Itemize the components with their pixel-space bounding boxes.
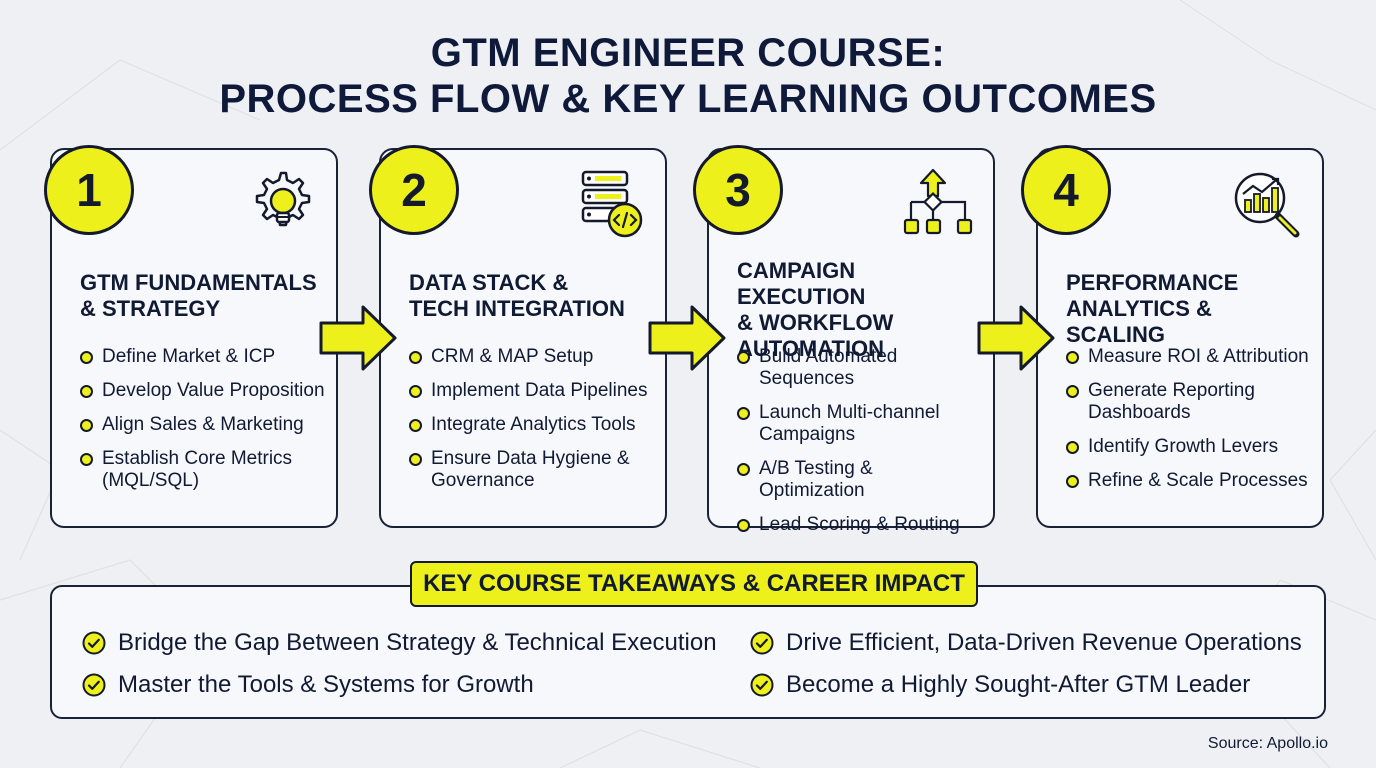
takeaways-heading: KEY COURSE TAKEAWAYS & CAREER IMPACT [410,561,978,607]
takeaway-text: Become a Highly Sought-After GTM Leader [786,671,1251,698]
list-item-text: Align Sales & Marketing [102,414,304,435]
check-circle-icon [82,673,106,697]
list-item-text: Integrate Analytics Tools [431,414,636,435]
list-item: Build Automated Sequences [737,346,929,390]
bullet-icon [80,351,93,364]
list-item-text: Build Automated Sequences [759,346,898,389]
list-item-text: Launch Multi-channel Campaigns [759,402,940,445]
step-2-list: CRM & MAP Setup Implement Data Pipelines… [409,346,655,504]
list-item: Establish Core Metrics (MQL/SQL) [80,448,317,492]
list-item-text: CRM & MAP Setup [431,346,594,367]
list-item-text: Lead Scoring & Routing [759,514,960,535]
step-1-title-line: GTM FUNDAMENTALS [80,270,317,295]
source-credit: Source: Apollo.io [1207,735,1328,752]
list-item-text: Identify Growth Levers [1088,436,1279,457]
list-item-text: Measure ROI & Attribution [1088,346,1309,367]
bullet-icon [737,463,750,476]
step-4-list: Measure ROI & Attribution Generate Repor… [1066,346,1312,504]
list-item: Generate Reporting Dashboards [1066,380,1288,424]
takeaway-text: Drive Efficient, Data-Driven Revenue Ope… [786,629,1302,656]
flow-arrow-icon [977,305,1055,371]
lightbulb-gear-icon [255,171,311,227]
list-item: Lead Scoring & Routing [737,514,983,536]
page-title: GTM ENGINEER COURSE: PROCESS FLOW & KEY … [0,30,1376,122]
step-1-title-line: & STRATEGY [80,296,221,321]
step-2-title-line: TECH INTEGRATION [409,296,625,321]
database-code-icon [581,170,643,238]
title-line-1: GTM ENGINEER COURSE: [430,31,946,75]
bullet-icon [409,419,422,432]
step-3-title-line: CAMPAIGN EXECUTION [737,258,866,309]
list-item-text: A/B Testing & Optimization [759,458,873,501]
list-item: Launch Multi-channel Campaigns [737,402,959,446]
title-line-2: PROCESS FLOW & KEY LEARNING OUTCOMES [219,77,1157,121]
list-item: Develop Value Proposition [80,380,326,402]
list-item: Identify Growth Levers [1066,436,1312,458]
list-item: Measure ROI & Attribution [1066,346,1312,368]
list-item-text: Refine & Scale Processes [1088,470,1308,491]
step-number-badge-3: 3 [693,145,783,235]
takeaway-item: Bridge the Gap Between Strategy & Techni… [82,629,717,657]
list-item-text: Generate Reporting Dashboards [1088,380,1255,423]
bullet-icon [80,419,93,432]
takeaway-item: Become a Highly Sought-After GTM Leader [750,671,1250,699]
bullet-icon [80,453,93,466]
bullet-icon [737,351,750,364]
list-item: Refine & Scale Processes [1066,470,1312,492]
bullet-icon [737,407,750,420]
bullet-icon [737,519,750,532]
step-4-title-line: PERFORMANCE [1066,270,1239,295]
bullet-icon [409,385,422,398]
takeaway-text: Bridge the Gap Between Strategy & Techni… [118,629,717,656]
list-item: Define Market & ICP [80,346,326,368]
check-circle-icon [750,631,774,655]
step-number-badge-1: 1 [44,145,134,235]
step-3-list: Build Automated Sequences Launch Multi-c… [737,346,983,548]
step-card-3: CAMPAIGN EXECUTION & WORKFLOW AUTOMATION… [707,148,995,535]
analytics-magnifier-icon [1234,172,1300,238]
step-2-title-line: DATA STACK & [409,270,569,295]
list-item-text: Ensure Data Hygiene & Governance [431,448,630,491]
step-2-title: DATA STACK & TECH INTEGRATION [409,270,653,322]
list-item: Integrate Analytics Tools [409,414,655,436]
step-card-1: GTM FUNDAMENTALS & STRATEGY Define Marke… [50,148,338,528]
list-item-text: Develop Value Proposition [102,380,325,401]
list-item: A/B Testing & Optimization [737,458,983,502]
check-circle-icon [82,631,106,655]
bullet-icon [80,385,93,398]
step-4-title-line: ANALYTICS & SCALING [1066,296,1212,347]
step-3-title-line: & WORKFLOW [737,310,894,335]
step-1-list: Define Market & ICP Develop Value Propos… [80,346,326,504]
step-3-title: CAMPAIGN EXECUTION & WORKFLOW AUTOMATION [737,258,981,362]
list-item: CRM & MAP Setup [409,346,655,368]
takeaway-text: Master the Tools & Systems for Growth [118,671,534,698]
step-number-badge-2: 2 [369,145,459,235]
bullet-icon [1066,385,1079,398]
bullet-icon [409,453,422,466]
list-item: Align Sales & Marketing [80,414,326,436]
check-circle-icon [750,673,774,697]
list-item-text: Establish Core Metrics (MQL/SQL) [102,448,293,491]
flow-arrow-icon [319,305,397,371]
bullet-icon [1066,475,1079,488]
list-item: Ensure Data Hygiene & Governance [409,448,646,492]
step-1-title: GTM FUNDAMENTALS & STRATEGY [80,270,324,322]
flow-arrow-icon [648,305,726,371]
bullet-icon [1066,351,1079,364]
bullet-icon [409,351,422,364]
list-item-text: Define Market & ICP [102,346,276,367]
step-4-title: PERFORMANCE ANALYTICS & SCALING [1066,270,1310,348]
list-item: Implement Data Pipelines [409,380,655,402]
takeaways-panel: Bridge the Gap Between Strategy & Techni… [50,585,1326,719]
list-item-text: Implement Data Pipelines [431,380,648,401]
workflow-icon [903,168,973,235]
step-number-badge-4: 4 [1021,145,1111,235]
step-3-title-line: AUTOMATION [737,336,885,361]
bullet-icon [1066,441,1079,454]
takeaway-item: Master the Tools & Systems for Growth [82,671,534,699]
takeaway-item: Drive Efficient, Data-Driven Revenue Ope… [750,629,1302,657]
